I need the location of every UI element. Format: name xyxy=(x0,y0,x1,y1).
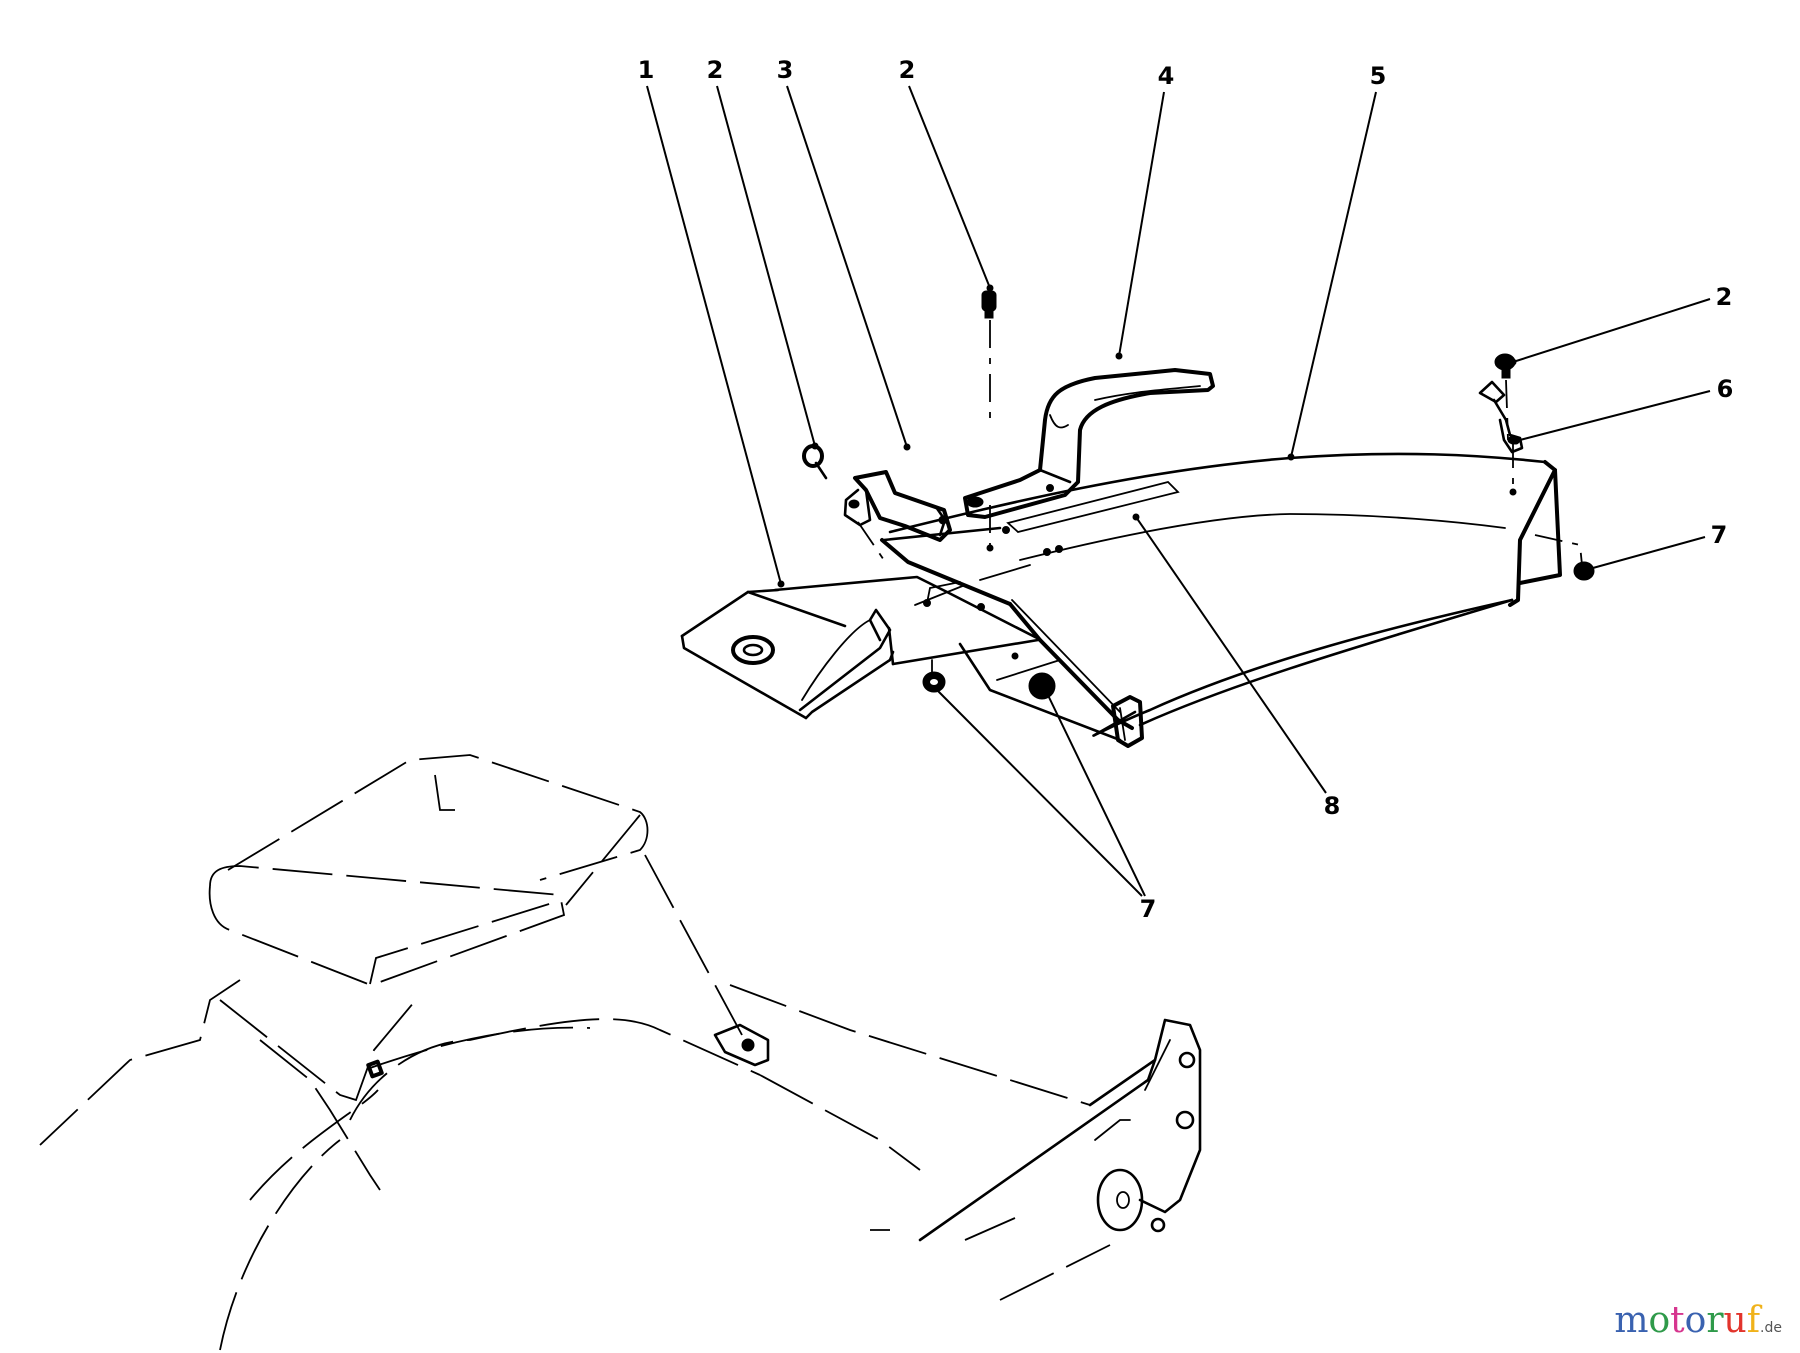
nuts xyxy=(922,561,1595,700)
watermark-letter: t xyxy=(1670,1300,1685,1341)
callout-8: 8 xyxy=(1323,792,1341,820)
callout-6: 6 xyxy=(1716,375,1734,403)
watermark-letter: r xyxy=(1706,1300,1724,1341)
discharge-chute xyxy=(888,440,1583,748)
chute-bracket xyxy=(682,528,1134,742)
callout-2-left: 2 xyxy=(706,56,724,84)
leader-lines xyxy=(646,85,1711,897)
watermark-letter: o xyxy=(1684,1300,1707,1341)
screws xyxy=(802,290,1516,552)
callout-7-bottom: 7 xyxy=(1139,895,1157,923)
clip xyxy=(1478,380,1524,454)
callout-7-right: 7 xyxy=(1710,521,1728,549)
decal-outline xyxy=(1006,481,1180,533)
watermark-logo: motoruf.de xyxy=(1614,1300,1782,1341)
callout-5: 5 xyxy=(1369,62,1387,90)
watermark-letter: u xyxy=(1723,1300,1747,1341)
callout-3: 3 xyxy=(776,56,794,84)
callout-2-right: 2 xyxy=(1715,283,1733,311)
watermark-letter: f xyxy=(1746,1300,1761,1341)
hinge-bracket xyxy=(843,470,952,567)
watermark-letter: m xyxy=(1614,1300,1649,1341)
mower-housing xyxy=(39,754,1202,1351)
handle xyxy=(963,368,1215,519)
watermark-tld: .de xyxy=(1760,1320,1782,1336)
callout-2-mid: 2 xyxy=(898,56,916,84)
callout-4: 4 xyxy=(1157,62,1175,90)
watermark-letter: o xyxy=(1648,1300,1671,1341)
callout-1: 1 xyxy=(637,56,655,84)
